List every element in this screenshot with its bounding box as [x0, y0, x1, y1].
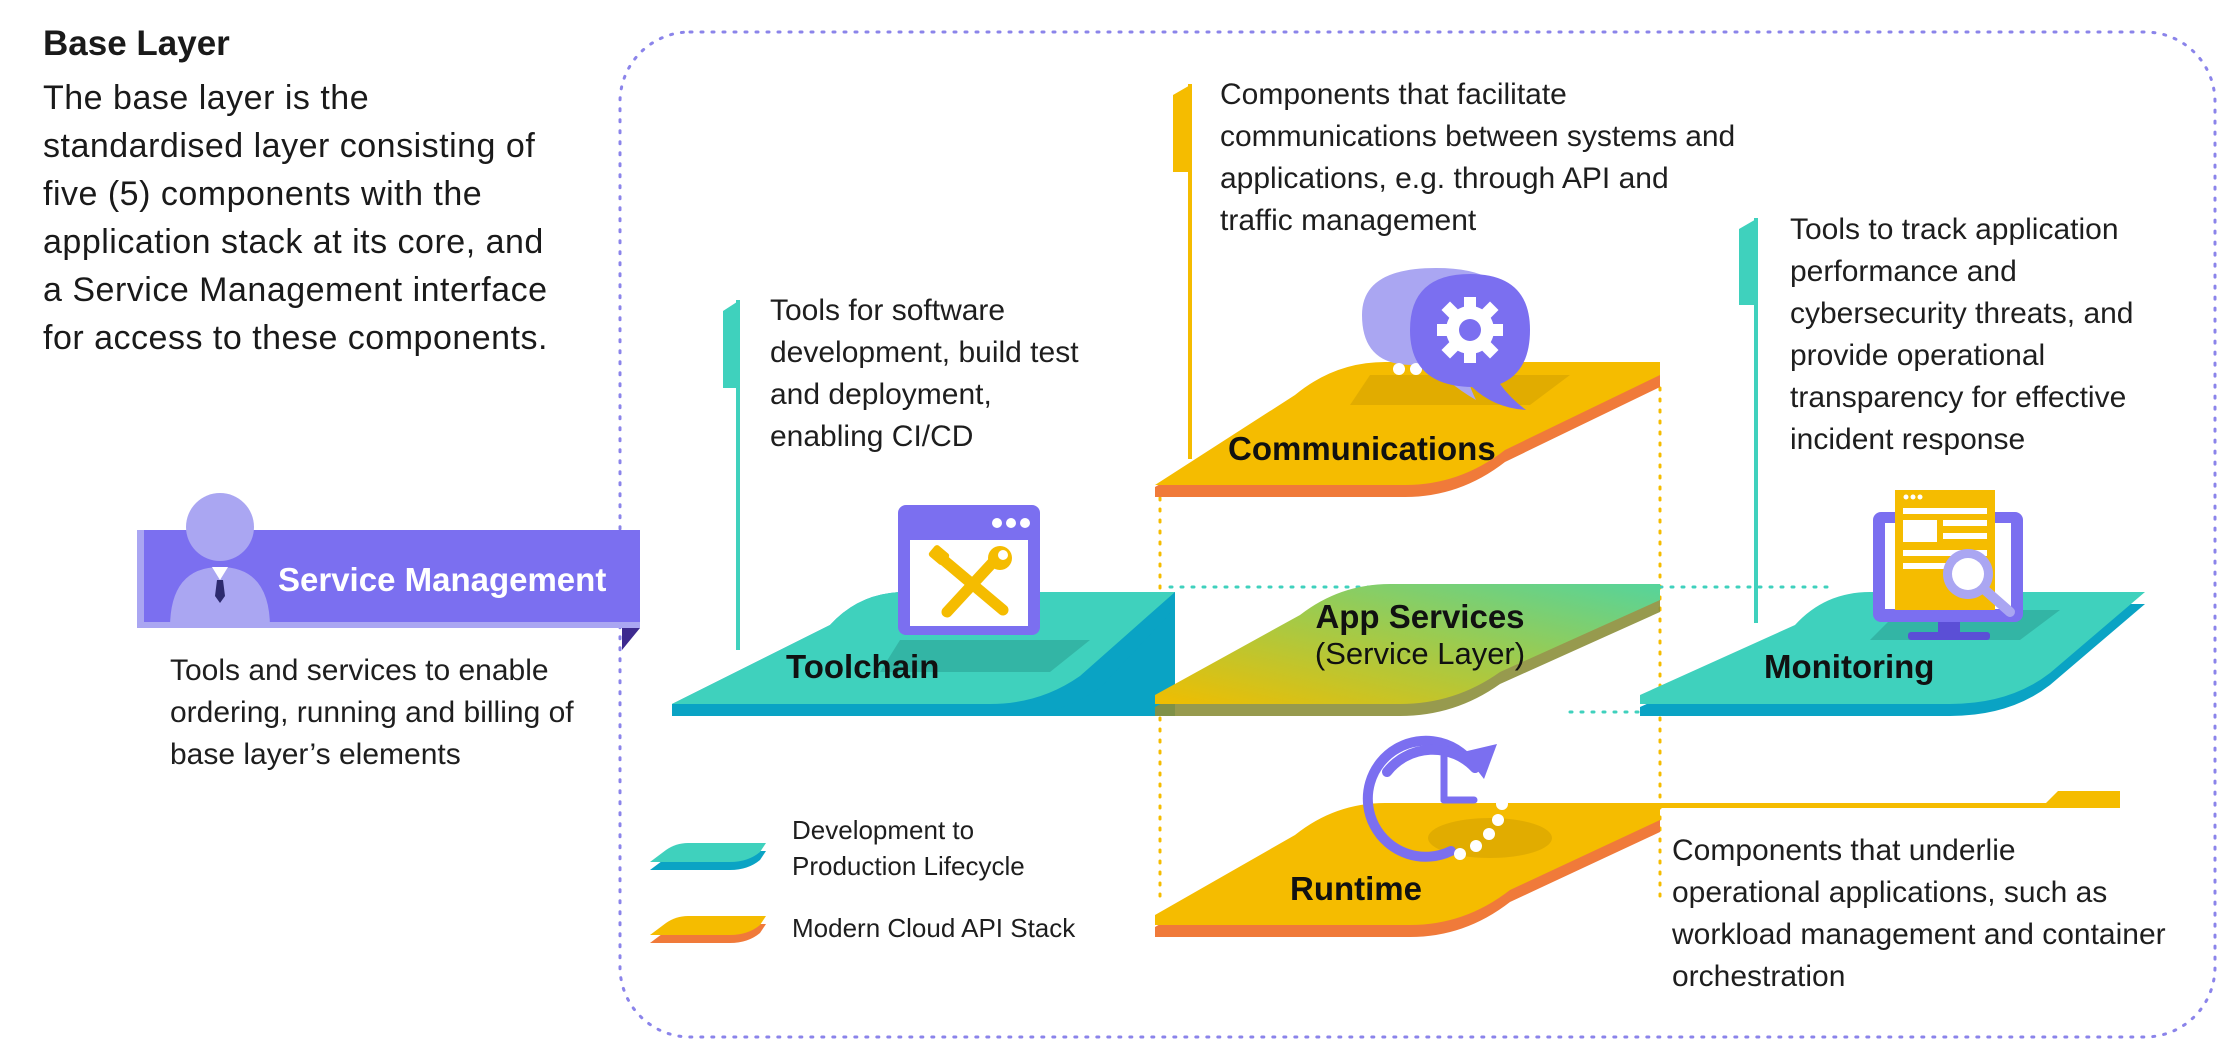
legend-label-cloud-api: Modern Cloud API Stack — [792, 913, 1076, 943]
legend-swatch-lifecycle — [650, 843, 766, 870]
base-layer-boundary — [618, 30, 2217, 1039]
communications-label: Communications — [1228, 430, 1496, 467]
communications-description: Components that facilitate communication… — [1220, 78, 1736, 237]
legend-label-lifecycle: Development to Production Lifecycle — [792, 815, 1025, 881]
runtime-label: Runtime — [1290, 870, 1422, 907]
app-services-sublabel: (Service Layer) — [1314, 636, 1526, 671]
chat-gear-icon — [1362, 268, 1530, 410]
legend-swatch-cloud-api — [650, 916, 766, 943]
service-management-description: Tools and services to enable ordering, r… — [170, 654, 574, 771]
service-management-label: Service Management — [278, 561, 607, 598]
app-services-platform — [1155, 584, 1660, 716]
communications-callout — [1173, 84, 1192, 459]
monitoring-label: Monitoring — [1764, 648, 1935, 685]
communications-platform — [1155, 362, 1660, 497]
runtime-description: Components that underlie operational app… — [1672, 834, 2166, 993]
toolchain-callout — [723, 300, 740, 650]
monitor-magnifier-icon — [1873, 490, 2023, 640]
toolchain-description: Tools for software development, build te… — [770, 294, 1079, 453]
person-avatar-icon — [170, 493, 270, 628]
monitoring-description: Tools to track application performance a… — [1790, 213, 2134, 456]
toolchain-platform — [672, 592, 1175, 716]
base-layer-title: Base Layer — [43, 24, 230, 63]
runtime-callout — [1660, 791, 2120, 808]
app-services-label: App Services — [1315, 598, 1525, 635]
clock-cycle-icon — [1362, 735, 1508, 862]
base-layer-description: The base layer is the standardised layer… — [43, 79, 548, 357]
tools-window-icon — [898, 505, 1040, 635]
toolchain-label: Toolchain — [786, 648, 940, 685]
monitoring-callout — [1739, 218, 1758, 623]
app-services-label-group: App Services (Service Layer) — [1270, 598, 1570, 672]
